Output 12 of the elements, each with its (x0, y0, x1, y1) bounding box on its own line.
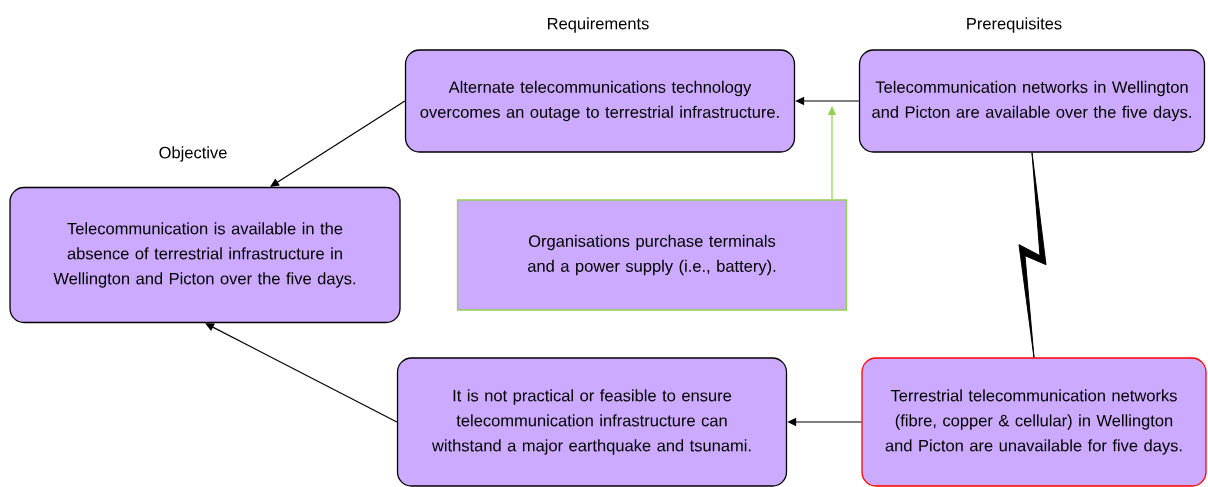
column-heading: Requirements (548, 17, 649, 33)
process-box: Organisations purchase terminals and a power supply (i.e., battery). (456, 199, 848, 311)
process-box: Telecommunication is available in the absence of terrestrial infrastructure in Wellington and Picton over the five days. (9, 186, 401, 324)
column-heading: Objective (159, 146, 227, 162)
process-box: Telecommunication networks in Wellington and Picton are available over the five days. (858, 49, 1206, 153)
arrow (270, 100, 406, 187)
process-box: Alternate telecommunications technology overcomes an outage to terrestrial infrastructure. (404, 49, 796, 153)
arrow (205, 323, 398, 423)
column-heading: Prerequisites (967, 17, 1062, 33)
process-box: It is not practical or feasible to ensure telecommunication infrastructure can withstand a major earthquake and tsunami. (396, 357, 788, 487)
process-box: Terrestrial telecommunication networks (fibre, copper & cellular) in Wellington and Picton are unavailable for five days. (861, 357, 1207, 487)
lightning-bolt (1018, 152, 1047, 358)
